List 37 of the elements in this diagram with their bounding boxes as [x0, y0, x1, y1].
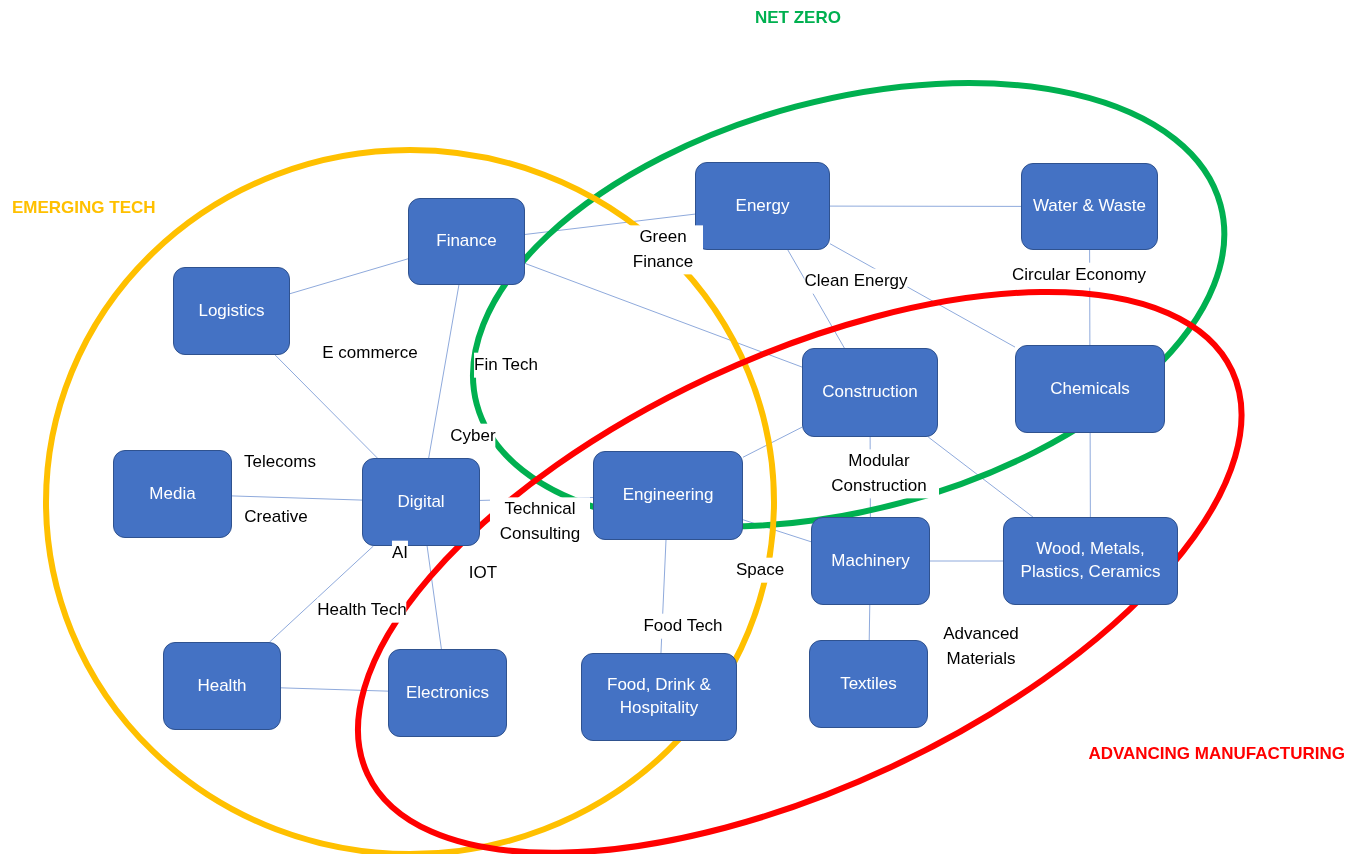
connector-line: [524, 213, 696, 235]
sector-box: Construction: [802, 348, 938, 437]
link-theme-label: Health Tech: [317, 597, 407, 623]
connector-line: [428, 284, 460, 459]
region-heading: NET ZERO: [755, 8, 841, 28]
sector-box: Food, Drink & Hospitality: [581, 653, 737, 741]
connector-line: [280, 687, 389, 692]
connector-line: [289, 258, 409, 295]
connector-line: [274, 354, 378, 459]
connector-line: [742, 519, 812, 543]
connector-line: [426, 545, 442, 650]
region-heading: EMERGING TECH: [12, 198, 156, 218]
connector-line: [742, 426, 803, 458]
connector-line: [1089, 432, 1091, 518]
sector-box: Media: [113, 450, 232, 538]
connector-line: [524, 262, 803, 368]
sector-box: Chemicals: [1015, 345, 1165, 433]
sector-box: Textiles: [809, 640, 928, 728]
link-theme-label: Fin Tech: [474, 352, 538, 378]
connector-line: [927, 436, 1034, 518]
sector-box: Electronics: [388, 649, 507, 737]
sector-box: Engineering: [593, 451, 743, 540]
connector-line: [231, 495, 363, 501]
link-theme-label: Cyber: [450, 423, 496, 449]
link-theme-label: Circular Economy: [1011, 262, 1147, 288]
connector-line: [829, 205, 1022, 207]
connector-line: [269, 545, 374, 643]
sector-box: Logistics: [173, 267, 290, 355]
sector-box: Health: [163, 642, 281, 730]
sector-box: Water & Waste: [1021, 163, 1158, 250]
connector-line: [929, 560, 1004, 562]
sector-box: Energy: [695, 162, 830, 250]
connector-line: [868, 604, 871, 641]
link-theme-label: Clean Energy: [804, 268, 908, 294]
link-theme-label: Space: [735, 557, 785, 583]
link-theme-label: Food Tech: [643, 613, 723, 639]
region-heading: ADVANCING MANUFACTURING: [1088, 744, 1345, 764]
